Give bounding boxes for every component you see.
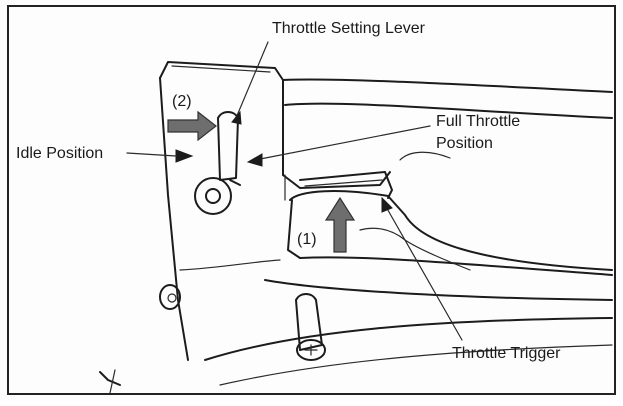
label-step-2: (2) bbox=[172, 93, 192, 110]
label-full-throttle-line1: Full Throttle bbox=[436, 113, 520, 130]
leader-full-throttle bbox=[254, 125, 431, 161]
step-1-arrow bbox=[324, 196, 356, 253]
leader-throttle-setting-lever bbox=[235, 41, 269, 119]
throttle-setting-lever bbox=[194, 111, 241, 215]
leader-throttle-trigger-arrowhead bbox=[381, 196, 393, 213]
screw-upper-left bbox=[159, 284, 181, 310]
leader-full-throttle-arrowhead bbox=[246, 153, 263, 167]
handle-housing bbox=[99, 61, 613, 394]
screw-bottom bbox=[295, 293, 326, 361]
figure-frame bbox=[7, 5, 616, 395]
idle-arrowhead bbox=[175, 149, 194, 163]
step-2-arrow bbox=[167, 110, 217, 142]
leader-throttle-trigger bbox=[384, 204, 463, 341]
leader-throttle-setting-lever-arrowhead bbox=[231, 110, 242, 125]
throttle-trigger bbox=[299, 171, 393, 199]
label-throttle-setting-lever: Throttle Setting Lever bbox=[272, 20, 426, 37]
label-throttle-trigger: Throttle Trigger bbox=[452, 345, 561, 362]
label-idle-position: Idle Position bbox=[16, 145, 103, 162]
label-step-1: (1) bbox=[297, 231, 317, 248]
label-full-throttle-line2: Position bbox=[436, 135, 493, 152]
leader-idle-position bbox=[126, 152, 177, 157]
